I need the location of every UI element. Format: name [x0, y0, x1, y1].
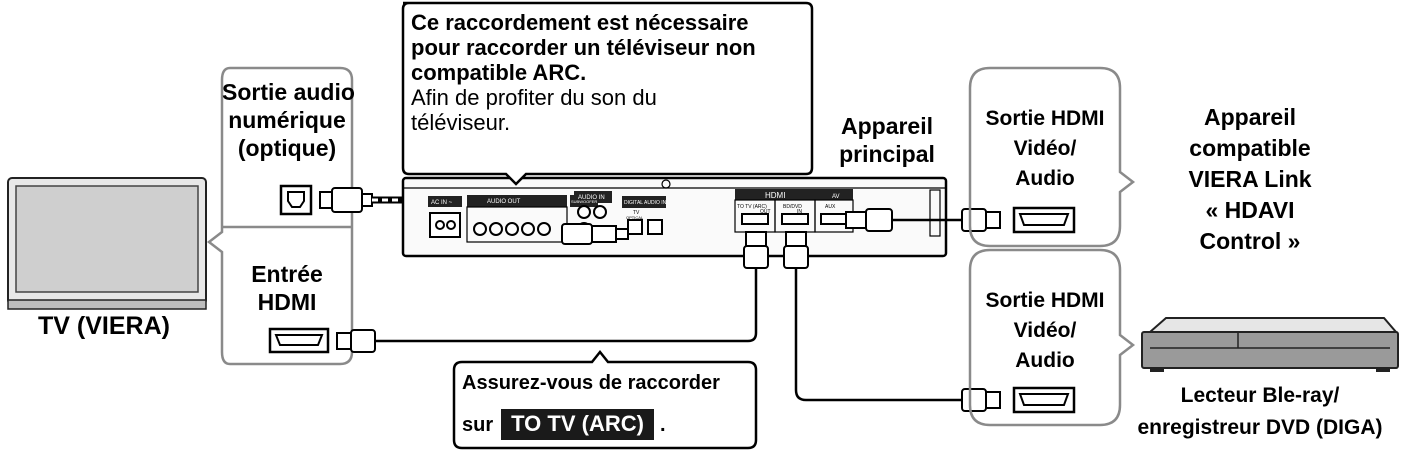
main-unit-label: Appareil principal	[816, 112, 958, 168]
viera-link-line-5: Control »	[1199, 228, 1301, 254]
bottom-device-frame	[968, 248, 1136, 427]
tv-ports-frame	[206, 66, 354, 366]
digital-audio-out-label: Sortie audio numérique (optique)	[222, 78, 355, 162]
hdmi-in-port-icon	[268, 327, 330, 354]
hdmi-cable-bd	[794, 268, 962, 402]
hdmi-out-top-label: Sortie HDMI Vidéo/ Audio	[970, 104, 1120, 194]
callout-line-4: Afin de profiter du son du	[411, 85, 657, 110]
bluray-line-2: enregistreur DVD (DIGA)	[1137, 416, 1383, 439]
callout-box	[401, 1, 814, 186]
callout-line-2: pour raccorder un téléviseur non	[411, 35, 756, 60]
hdmi-plug-icon	[336, 329, 376, 353]
hdmi-out-port-top-icon	[1012, 206, 1076, 234]
hdmi-plug-unit-bd	[783, 231, 809, 269]
tv-illustration	[7, 177, 207, 310]
hdmi-out-port-bottom-icon	[1012, 386, 1076, 414]
callout-line-1: Ce raccordement est nécessaire	[411, 10, 749, 35]
optical-port-icon	[279, 184, 313, 216]
digital-audio-out-line-1: Sortie audio	[222, 79, 355, 105]
arc-note-prefix: sur	[462, 414, 494, 436]
callout-line-3: compatible ARC.	[411, 60, 587, 85]
viera-link-line-4: « HDAVI	[1205, 197, 1295, 223]
hdmi-out-bottom-line-3: Audio	[1015, 349, 1075, 372]
arc-note-line-1: Assurez-vous de raccorder	[462, 372, 720, 394]
hdmi-out-bottom-line-2: Vidéo/	[1013, 319, 1077, 342]
digital-audio-out-line-3: (optique)	[237, 135, 337, 161]
hdmi-out-top-line-3: Audio	[1015, 167, 1075, 190]
main-unit-line-2: principal	[839, 141, 935, 167]
main-unit-line-1: Appareil	[840, 113, 934, 139]
hdmi-out-bottom-label: Sortie HDMI Vidéo/ Audio	[970, 286, 1120, 376]
hdmi-plug-unit-tv	[743, 231, 769, 269]
bluray-line-1: Lecteur Ble-ray/	[1180, 384, 1340, 407]
top-device-frame	[968, 66, 1136, 248]
hdmi-in-label: Entrée HDMI	[222, 260, 352, 316]
bluray-illustration	[1141, 317, 1399, 372]
hdmi-in-line-1: Entrée	[251, 261, 323, 287]
viera-link-line-2: compatible	[1189, 135, 1311, 161]
callout-line-5: téléviseur.	[411, 110, 511, 135]
hdmi-out-bottom-line-1: Sortie HDMI	[985, 289, 1105, 312]
bluray-label: Lecteur Ble-ray/ enregistreur DVD (DIGA)	[1122, 380, 1398, 444]
arc-note-suffix: .	[659, 414, 666, 436]
callout-text: Ce raccordement est nécessaire pour racc…	[411, 10, 811, 135]
hdmi-plug-top-device	[961, 208, 1001, 232]
main-unit-illustration	[401, 176, 948, 258]
to-tv-arc-badge: TO TV (ARC)	[501, 409, 654, 440]
tv-label: TV (VIERA)	[38, 312, 170, 340]
hdmi-cable-tv	[375, 262, 758, 343]
hdmi-out-top-line-1: Sortie HDMI	[985, 107, 1105, 130]
hdmi-plug-unit-aux	[845, 208, 893, 232]
hdmi-plug-bottom-device	[961, 388, 1001, 412]
digital-audio-out-line-2: numérique	[228, 107, 346, 133]
viera-link-device-label: Appareil compatible VIERA Link « HDAVI C…	[1150, 102, 1350, 257]
viera-link-line-1: Appareil	[1203, 104, 1297, 130]
viera-link-line-3: VIERA Link	[1188, 166, 1312, 192]
optical-plug-icon	[319, 187, 373, 213]
hdmi-out-top-line-2: Vidéo/	[1013, 137, 1077, 160]
hdmi-in-line-2: HDMI	[257, 289, 317, 315]
arc-note-line-2: sur TO TV (ARC).	[462, 409, 666, 440]
optical-plug-unit-icon	[561, 223, 629, 245]
